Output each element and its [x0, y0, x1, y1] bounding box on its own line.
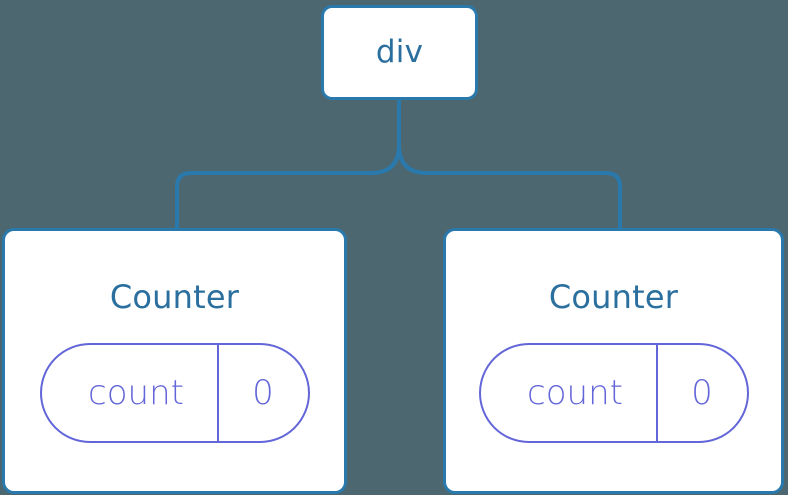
state-pill-counter-2: count 0	[478, 343, 749, 443]
node-counter-2-label: Counter	[548, 278, 679, 316]
state-pill-counter-1: count 0	[39, 343, 310, 443]
node-div[interactable]: div	[321, 5, 478, 100]
state-value-count: 0	[655, 345, 747, 441]
connector-branch-right	[397, 144, 622, 228]
node-counter-2[interactable]: Counter count 0	[443, 228, 784, 494]
node-counter-1[interactable]: Counter count 0	[2, 228, 347, 494]
node-div-label: div	[375, 34, 424, 70]
state-key-count: count	[88, 373, 184, 413]
node-counter-1-label: Counter	[109, 278, 240, 316]
connector-branch-left	[175, 144, 401, 228]
state-key-count: count	[527, 373, 623, 413]
state-value-count: 0	[216, 345, 308, 441]
